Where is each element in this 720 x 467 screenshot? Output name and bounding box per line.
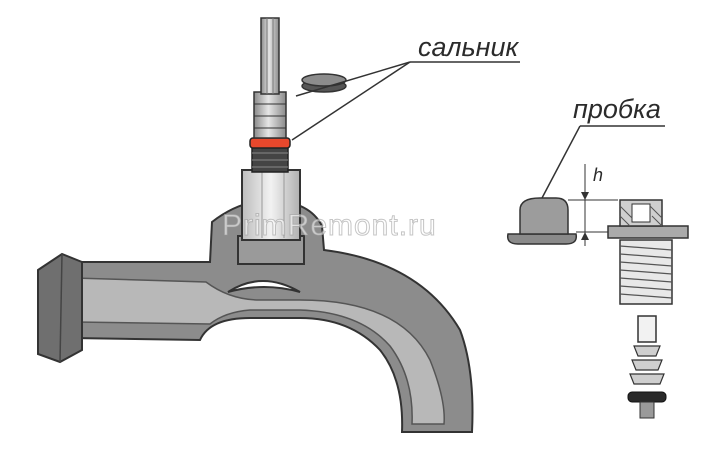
hatch	[649, 205, 663, 219]
washer-disc	[301, 73, 347, 93]
thread-helix	[619, 245, 673, 299]
seat-bore	[631, 203, 651, 223]
cork-plug	[506, 197, 578, 245]
stem-top	[637, 315, 657, 343]
valve-seat	[227, 280, 301, 293]
stem-spiral	[629, 345, 665, 385]
plug-leader	[541, 125, 581, 199]
watermark: PrimRemont.ru	[222, 209, 437, 243]
valve-head	[237, 17, 305, 265]
plug-cap	[519, 197, 569, 235]
seat-section	[607, 199, 689, 239]
dim-arrow-bottom	[581, 232, 589, 240]
faucet-inner-channel	[73, 277, 445, 425]
valve-washer	[627, 391, 667, 403]
height-label: h	[593, 165, 604, 185]
gland-leader-2	[291, 61, 411, 141]
hatch	[651, 215, 663, 227]
gland-label: сальник	[418, 32, 519, 62]
washer-top	[301, 73, 347, 87]
plug-label: пробка	[573, 94, 661, 124]
hatch	[619, 215, 631, 227]
seal-ring	[249, 137, 291, 149]
seat-flange	[607, 225, 689, 239]
hex-edge	[59, 253, 63, 363]
plug-flange	[506, 233, 578, 245]
gland-leader-1	[295, 61, 411, 97]
stem-tip	[639, 401, 655, 419]
faucet-body	[37, 198, 474, 433]
valve-stem	[627, 315, 667, 419]
threaded-body	[619, 239, 673, 305]
spindle-rod	[260, 17, 280, 95]
hatch	[619, 205, 633, 219]
dim-arrow-top	[581, 192, 589, 200]
thread-stack	[251, 145, 289, 173]
spindle-collar	[253, 91, 287, 139]
